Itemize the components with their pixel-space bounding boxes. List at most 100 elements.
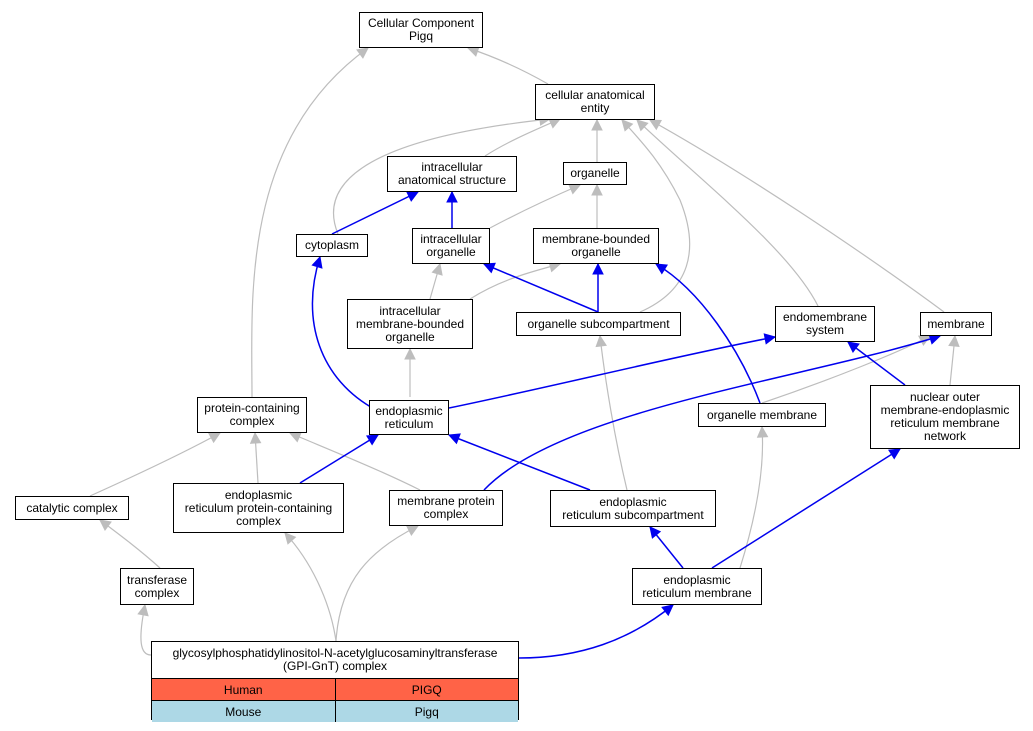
edge-arrowhead [847, 341, 860, 353]
node-label-line: complex [423, 507, 469, 521]
edge-arrowhead [655, 263, 668, 275]
node-label-line: Pigq [408, 29, 434, 43]
edge-arrowhead [366, 434, 379, 446]
edge-arrowhead [404, 347, 416, 360]
part-of-edge [739, 426, 764, 569]
edge-arrowhead [406, 191, 420, 202]
edge-arrowhead [649, 526, 662, 539]
species-cell: Mouse [225, 704, 262, 719]
edge-arrowhead [208, 432, 221, 444]
edge-arrowhead [661, 604, 674, 617]
gene-cell[interactable]: PIGQ [334, 679, 519, 700]
edge-arrowhead [356, 47, 369, 59]
edge-arrowhead [137, 603, 149, 617]
edge-arrowhead [568, 183, 582, 195]
edge-arrowhead [636, 119, 649, 132]
edge-arrowhead [592, 262, 604, 275]
edge-arrowhead [591, 183, 603, 196]
part-of-edge [599, 335, 628, 491]
node-label-line: complex [229, 414, 275, 428]
species-row-mouse: Mouse Pigq [152, 700, 518, 722]
node-organelle[interactable]: organelle [563, 162, 627, 185]
node-label-line: complex [236, 513, 281, 528]
node-label-line: organelle [426, 245, 476, 259]
part-of-edge [251, 47, 369, 398]
part-of-edge [649, 119, 945, 313]
node-catalytic-complex[interactable]: catalytic complex [15, 496, 129, 520]
edge-arrowhead [948, 334, 960, 348]
node-label-line: anatomical structure [397, 173, 507, 187]
node-label-line: reticulum protein-containing [184, 500, 333, 515]
node-label-line: membrane protein [397, 494, 495, 508]
gpi-gnt-complex-node[interactable]: glycosylphosphatidylinositol-N-acetylglu… [152, 642, 518, 679]
node-label-line: membrane [927, 316, 985, 331]
node-label-line: intracellular [420, 232, 482, 246]
node-label-line: endoplasmic [663, 572, 731, 587]
node-label-line: endomembrane [782, 310, 868, 324]
part-of-edge [636, 119, 819, 307]
species-cell: Human [223, 682, 263, 697]
node-label-line: membrane-bounded [355, 316, 465, 331]
edge-arrowhead [621, 119, 634, 132]
node-label-line: organelle [570, 166, 620, 180]
node-label-line: organelle subcompartment [527, 316, 670, 331]
node-cytoplasm[interactable]: cytoplasm [296, 234, 368, 257]
node-label-line: catalytic complex [26, 500, 118, 515]
is-a-edge [483, 263, 599, 313]
part-of-edge [284, 532, 337, 642]
node-label-line: organelle membrane [706, 407, 818, 422]
node-label-line: membrane-endoplasmic [880, 403, 1010, 417]
node-organelle-subcompartment[interactable]: organelle subcompartment [516, 312, 681, 336]
node-label-line: transferase [126, 572, 188, 587]
part-of-edge [335, 525, 419, 642]
is-a-edge [518, 604, 674, 659]
edge-arrowhead [447, 433, 461, 445]
node-label-line: system [805, 323, 844, 337]
part-of-edge [89, 432, 221, 497]
edge-arrowhead [446, 190, 458, 203]
node-label-line: intracellular [379, 303, 441, 318]
node-label-line: reticulum [384, 416, 434, 431]
part-of-edge [469, 263, 561, 300]
node-label-line: organelle [571, 245, 621, 259]
is-a-edge [299, 434, 379, 484]
gene-cell[interactable]: Pigq [334, 701, 519, 722]
part-of-edge [484, 118, 561, 157]
edge-arrowhead [431, 262, 443, 276]
node-membrane[interactable]: membrane [920, 312, 992, 336]
edge-arrowhead [756, 425, 769, 438]
node-label-line: network [923, 429, 967, 443]
node-label-line: endoplasmic [599, 494, 667, 509]
is-a-edge [331, 191, 419, 235]
gene-product-table: glycosylphosphatidylinositol-N-acetylglu… [151, 641, 519, 722]
node-label-line: reticulum membrane [642, 585, 752, 600]
edge-arrowhead [649, 119, 662, 131]
part-of-edge [289, 432, 421, 491]
edge-arrowhead [591, 118, 603, 131]
node-label-line: endoplasmic [375, 403, 443, 418]
edge-arrowhead [595, 334, 607, 348]
edge-arrowhead [406, 525, 419, 536]
edge-arrowhead [482, 262, 496, 274]
node-organelle-membrane[interactable]: organelle membrane [698, 403, 826, 427]
node-label-line: organelle [385, 329, 435, 344]
part-of-edge [332, 118, 551, 235]
node-label-line: membrane-bounded [541, 232, 651, 246]
